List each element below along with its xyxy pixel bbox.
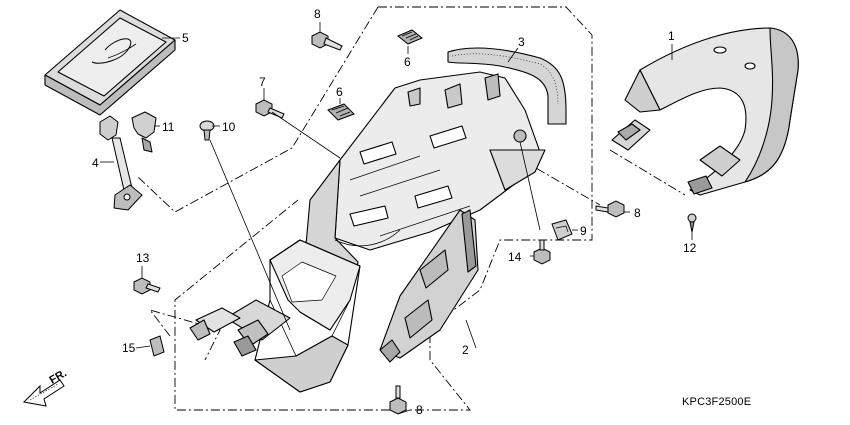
clip-part-9	[551, 219, 573, 241]
pad-part-6-mid	[327, 103, 355, 121]
callout-5: 5	[182, 31, 189, 45]
callout-3: 3	[518, 35, 525, 49]
callout-12: 12	[683, 241, 697, 255]
callout-1: 1	[668, 29, 675, 43]
callout-8b: 8	[634, 206, 641, 220]
direction-label: FR.	[48, 367, 69, 386]
callout-4: 4	[92, 156, 99, 170]
callout-10: 10	[222, 120, 236, 134]
callout-2: 2	[462, 343, 469, 357]
bolt-part-13	[133, 277, 161, 295]
battery-box	[189, 239, 361, 393]
bolt-part-8-bottom	[389, 385, 407, 415]
callout-7: 7	[259, 75, 266, 89]
pad-part-6-top	[397, 29, 423, 45]
clip-part-11	[131, 111, 157, 153]
bolt-part-7	[255, 99, 285, 119]
callout-15: 15	[122, 341, 136, 355]
seat-cowl-part-1	[611, 27, 799, 196]
bolt-part-8-right	[595, 200, 625, 218]
callout-6a: 6	[404, 55, 411, 69]
bolt-part-14	[533, 239, 551, 265]
strap-part	[99, 115, 143, 211]
bolt-part-8-top	[311, 31, 343, 51]
callout-8c: 8	[416, 403, 423, 417]
leader-lines	[100, 22, 693, 415]
screw-part-12	[687, 213, 697, 233]
callout-11: 11	[162, 120, 175, 134]
tool-bag-part	[44, 9, 176, 116]
callout-6b: 6	[336, 85, 343, 99]
group-boundary	[137, 6, 686, 411]
callout-8a: 8	[314, 7, 321, 21]
seal-strip-part-3	[447, 47, 567, 125]
screw-part-10	[199, 120, 215, 141]
diagram-code: KPC3F2500E	[682, 396, 752, 408]
callout-labels: 1 2 3 4 5 6 6 7 8 8 8 9 10 11 12 13 14 1…	[92, 7, 697, 417]
callout-9: 9	[580, 224, 587, 238]
callout-14: 14	[508, 250, 522, 264]
front-direction-indicator: FR.	[22, 367, 69, 407]
callout-13: 13	[136, 251, 150, 265]
clip-part-15	[149, 335, 165, 357]
